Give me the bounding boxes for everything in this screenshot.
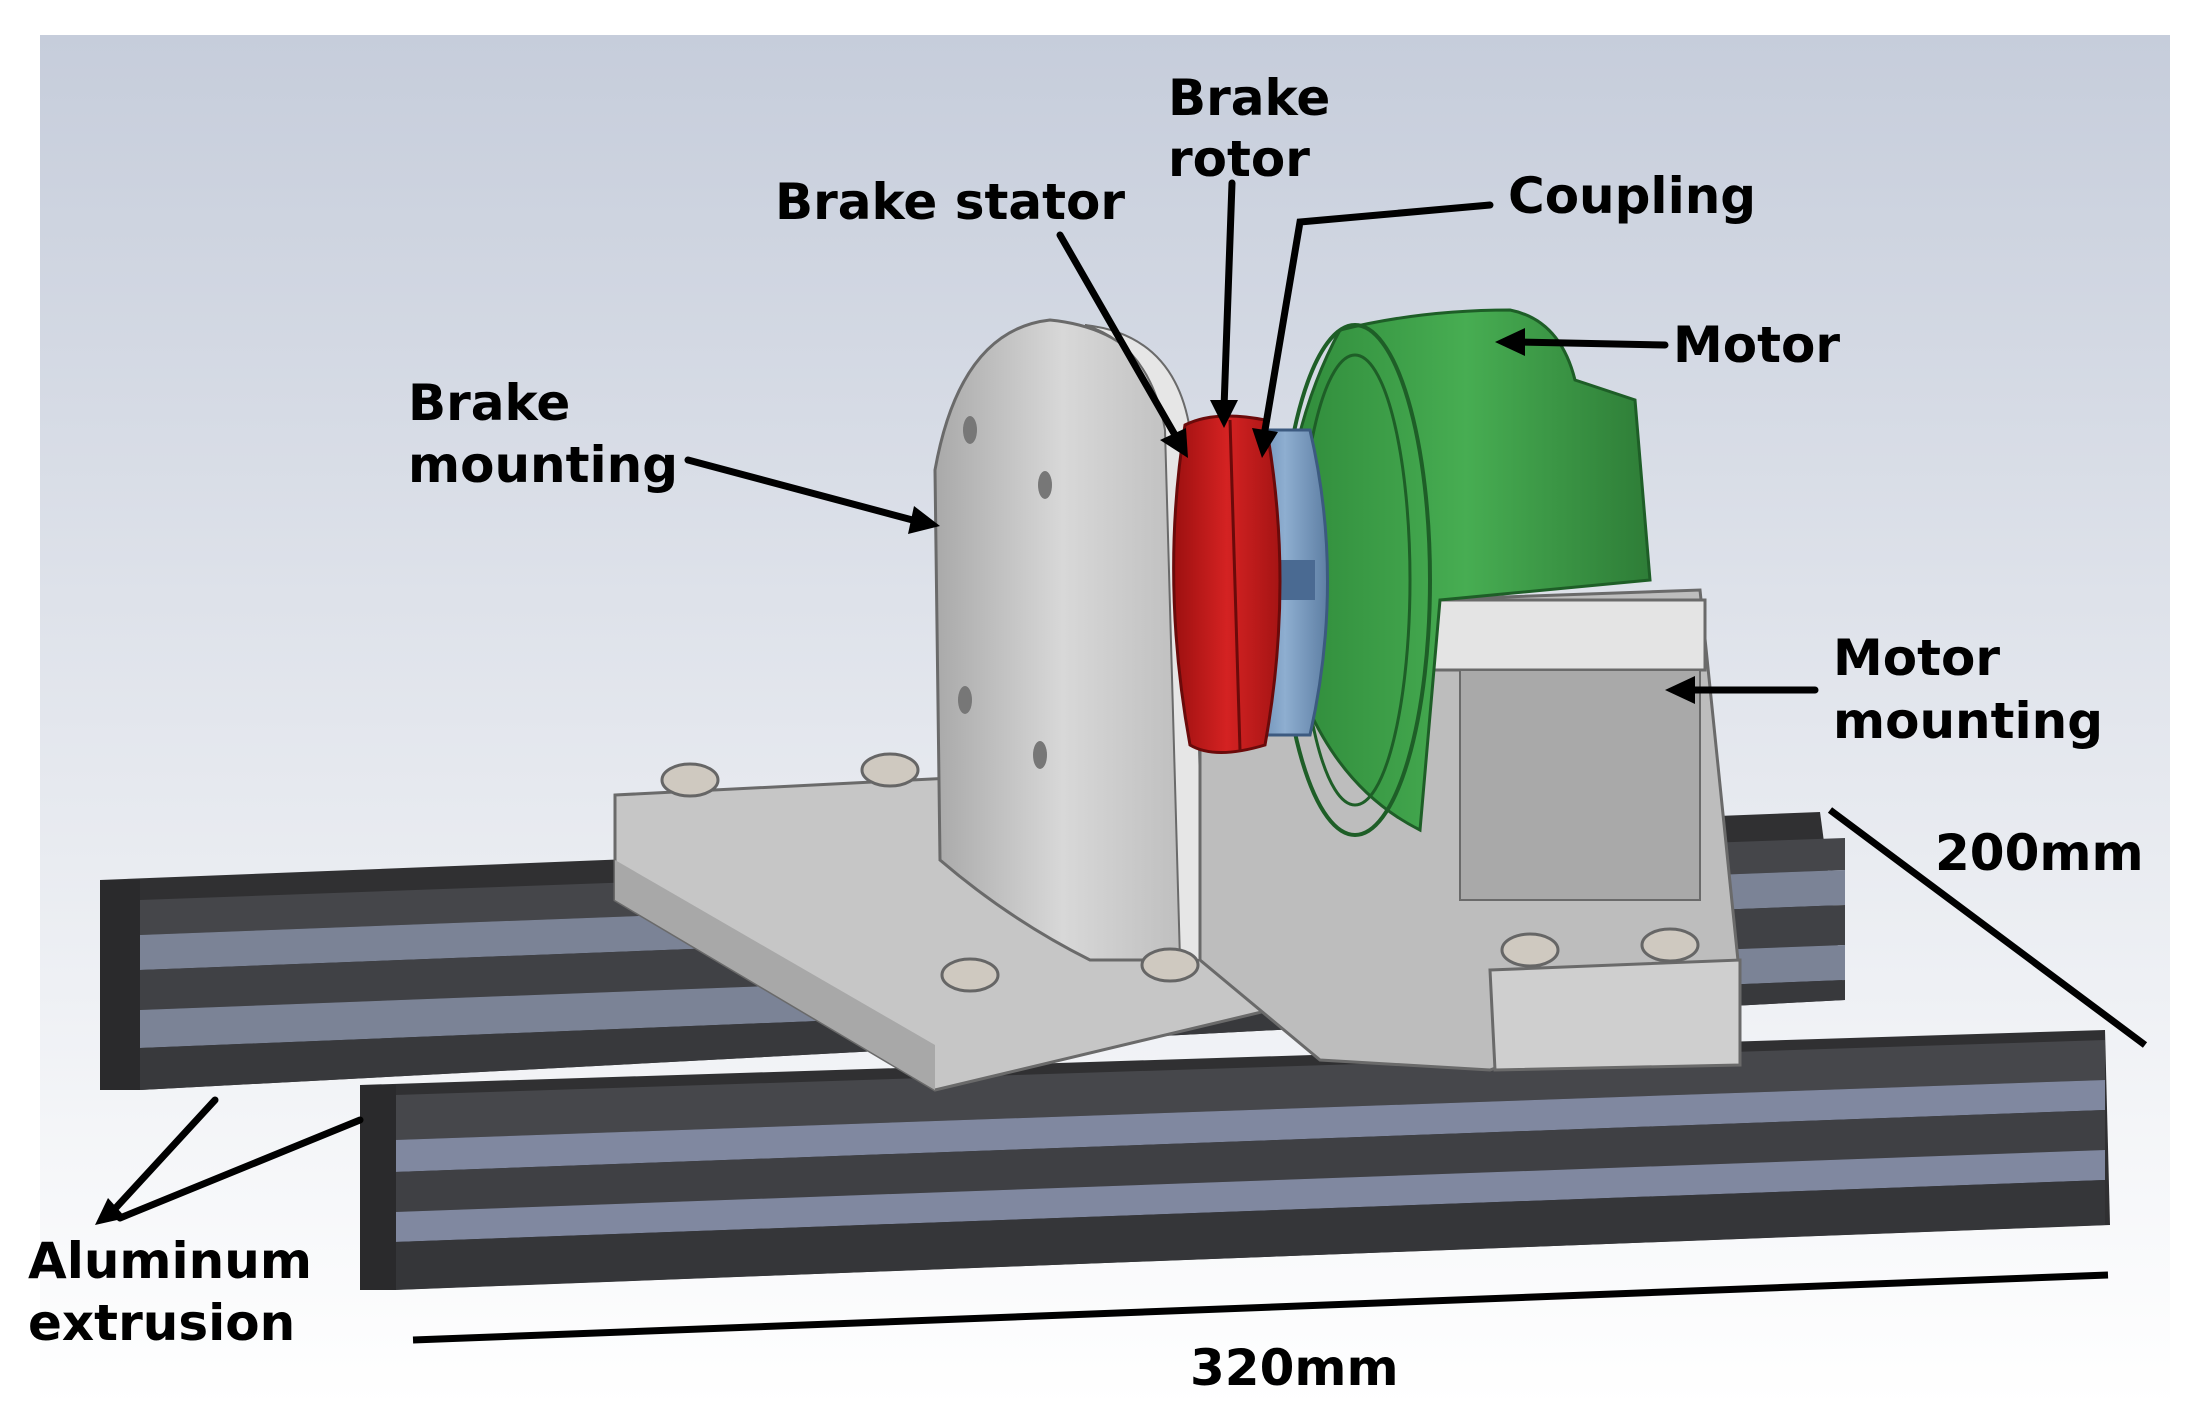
label-brake-rotor-line2: rotor (1168, 130, 1310, 188)
dimension-lines (412, 807, 2148, 1344)
brake-stator (1172, 414, 1282, 754)
label-brake-rotor-line1: Brake (1168, 69, 1330, 127)
label-coupling: Coupling (1508, 167, 1756, 225)
width-dimension-line (1827, 807, 2148, 1048)
brake-mounting (613, 318, 1273, 1092)
label-width-200mm: 200mm (1935, 824, 2144, 882)
label-aluminum-extrusion-line2: extrusion (28, 1294, 295, 1352)
label-motor: Motor (1673, 316, 1840, 374)
leader-lines (95, 179, 1819, 1225)
label-motor-mounting-line1: Motor (1833, 629, 2000, 687)
label-aluminum-extrusion-line1: Aluminum (28, 1232, 312, 1290)
label-motor-mounting-line2: mounting (1833, 692, 2103, 750)
length-dimension-line (412, 1271, 2109, 1344)
label-brake-stator: Brake stator (775, 173, 1125, 231)
label-brake-mounting-line1: Brake (408, 374, 570, 432)
label-length-320mm: 320mm (1190, 1339, 1399, 1397)
motor-mounting (1198, 588, 1742, 1072)
label-brake-mounting-line2: mounting (408, 436, 678, 494)
